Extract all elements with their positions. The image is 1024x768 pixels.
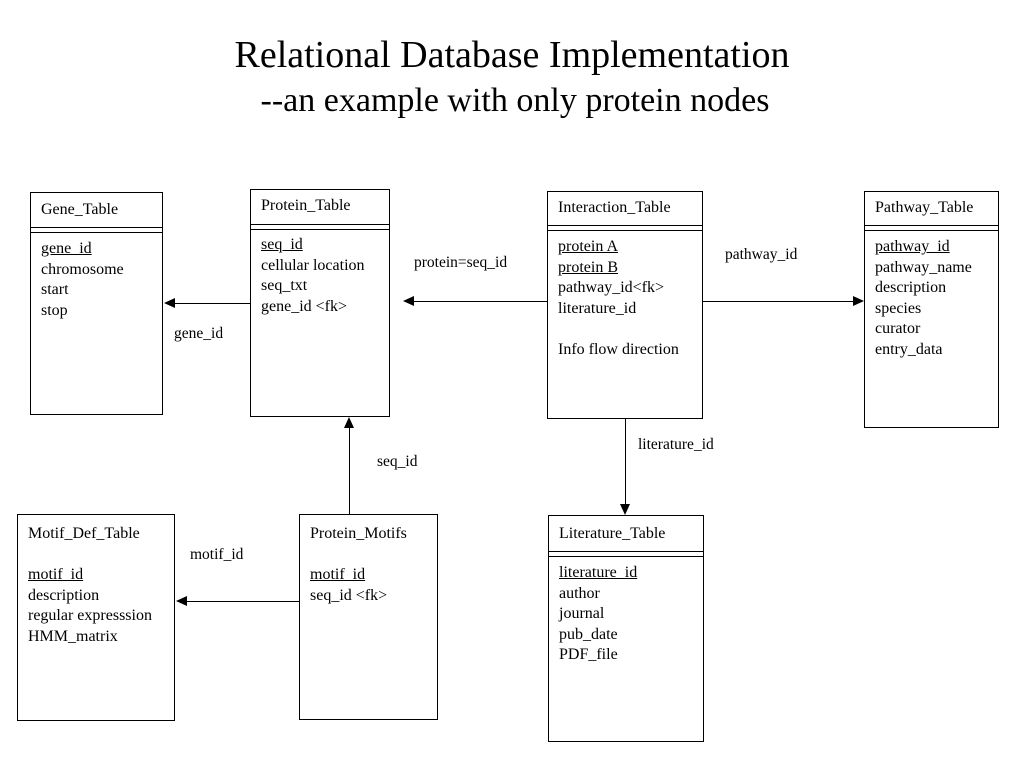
entity-header-rule-lower <box>865 230 998 231</box>
field-row: PDF_file <box>559 646 618 664</box>
field-row: species <box>875 299 922 317</box>
field-row: pathway_id <box>875 238 950 255</box>
entity-field-list-gene-table: gene_id chromosome start stop <box>41 239 158 321</box>
field-row: HMM_matrix <box>28 627 118 645</box>
entity-title-gene-table: Gene_Table <box>41 201 119 218</box>
entity-header-rule-lower <box>549 556 703 557</box>
entity-box-pathway-table[interactable]: Pathway_Table pathway_id pathway_name de… <box>864 191 999 428</box>
field-row: seq_id <fk> <box>310 586 388 604</box>
arrowhead-left-protein-seq-id <box>403 296 414 306</box>
field-row: literature_id <box>559 564 638 581</box>
connector-gene-id-line <box>175 303 251 304</box>
entity-field-list-motif-def-table: motif_id description regular expresssion… <box>28 565 170 647</box>
entity-header-rule-lower <box>31 232 162 233</box>
field-row: pub_date <box>559 625 618 643</box>
edge-label-literature-id: literature_id <box>638 436 714 453</box>
edge-label-gene-id: gene_id <box>174 325 224 342</box>
field-row: literature_id <box>558 299 637 317</box>
entity-header-rule-lower <box>251 229 389 230</box>
field-row: regular expresssion <box>28 607 152 625</box>
field-row: motif_id <box>310 566 366 583</box>
field-row: description <box>28 586 100 604</box>
field-row: author <box>559 584 600 602</box>
entity-header-rule-upper <box>251 224 389 225</box>
slide-title: Relational Database Implementation --an … <box>0 32 1024 124</box>
entity-field-list-pathway-table: pathway_id pathway_name description spec… <box>875 237 994 361</box>
entity-header-rule-upper <box>549 551 703 552</box>
arrowhead-right-pathway-id <box>853 296 864 306</box>
field-row: stop <box>41 301 68 319</box>
connector-pathway-id-line <box>703 301 853 302</box>
field-row: cellular location <box>261 256 365 274</box>
connector-protein-seq-id-line <box>414 301 547 302</box>
entity-box-motif-def-table[interactable]: Motif_Def_Table motif_id description reg… <box>17 514 175 721</box>
entity-box-gene-table[interactable]: Gene_Table gene_id chromosome start stop <box>30 192 163 415</box>
entity-title-pathway-table: Pathway_Table <box>875 199 974 216</box>
entity-header-rule-upper <box>31 227 162 228</box>
entity-field-list-interaction-table: protein A protein B pathway_id<fk> liter… <box>558 237 698 361</box>
entity-title-protein-table: Protein_Table <box>261 197 351 214</box>
connector-motif-id-line <box>187 601 299 602</box>
entity-title-literature-table: Literature_Table <box>559 525 666 542</box>
entity-box-protein-motifs-table[interactable]: Protein_Motifs motif_id seq_id <fk> <box>299 514 438 720</box>
field-row: protein A <box>558 238 618 255</box>
entity-title-protein-motifs-table: Protein_Motifs <box>310 525 407 542</box>
arrowhead-left-gene-id <box>164 298 175 308</box>
entity-box-protein-table[interactable]: Protein_Table seq_id cellular location s… <box>250 189 390 417</box>
field-row: pathway_id<fk> <box>558 279 665 297</box>
edge-label-pathway-id: pathway_id <box>725 246 798 263</box>
title-line-primary: Relational Database Implementation <box>234 34 790 76</box>
entity-box-interaction-table[interactable]: Interaction_Table protein A protein B pa… <box>547 191 703 419</box>
entity-field-list-protein-table: seq_id cellular location seq_txt gene_id… <box>261 235 385 317</box>
field-row: curator <box>875 320 921 338</box>
entity-box-literature-table[interactable]: Literature_Table literature_id author jo… <box>548 515 704 742</box>
field-row: pathway_name <box>875 258 972 276</box>
field-row: protein B <box>558 258 618 276</box>
field-row: start <box>41 281 69 299</box>
entity-title-motif-def-table: Motif_Def_Table <box>28 525 140 542</box>
arrowhead-down-literature-id <box>620 504 630 515</box>
field-row: seq_txt <box>261 277 308 295</box>
edge-label-protein-seq-id: protein=seq_id <box>414 254 508 271</box>
edge-label-seq-id: seq_id <box>377 453 418 470</box>
entity-header-rule-upper <box>865 225 998 226</box>
field-row: journal <box>559 605 605 623</box>
field-row: gene_id <fk> <box>261 297 348 315</box>
field-row: description <box>875 279 947 297</box>
entity-title-interaction-table: Interaction_Table <box>558 199 671 216</box>
arrowhead-up-seq-id <box>344 417 354 428</box>
entity-header-rule-upper <box>548 225 702 226</box>
entity-field-list-literature-table: literature_id author journal pub_date PD… <box>559 563 699 666</box>
entity-header-rule-lower <box>548 230 702 231</box>
title-line-subtitle: --an example with only protein nodes <box>260 82 770 119</box>
connector-literature-id-line <box>625 419 626 504</box>
edge-label-motif-id: motif_id <box>190 546 244 563</box>
entity-field-list-protein-motifs-table: motif_id seq_id <fk> <box>310 565 433 606</box>
arrowhead-left-motif-id <box>176 596 187 606</box>
field-row: Info flow direction <box>558 340 679 358</box>
field-row: chromosome <box>41 260 124 278</box>
field-row: seq_id <box>261 236 303 253</box>
field-row: motif_id <box>28 566 84 583</box>
field-row: gene_id <box>41 240 92 257</box>
connector-seq-id-line <box>349 428 350 514</box>
field-row: entry_data <box>875 340 943 358</box>
